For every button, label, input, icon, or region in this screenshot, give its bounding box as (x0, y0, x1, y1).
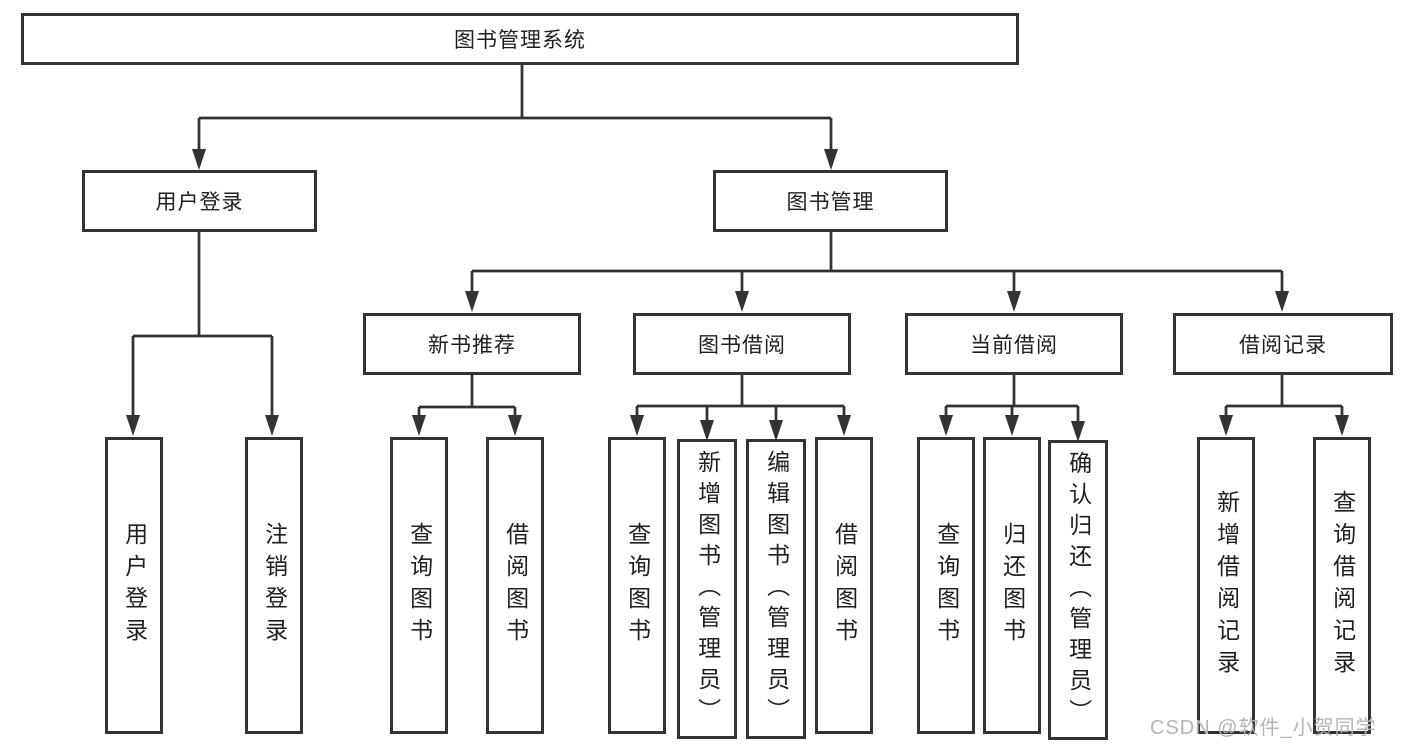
node-query-borrow-record: 查询借阅记录 (1313, 437, 1371, 734)
node-return-book: 归还图书 (983, 437, 1041, 734)
arrow-down-icon (1335, 415, 1349, 436)
connector-user-login-split (126, 232, 279, 436)
arrow-down-icon (412, 415, 426, 436)
arrow-down-icon (735, 291, 749, 312)
csdn-watermark: CSDN @软件_小贺同学 (1150, 717, 1377, 739)
node-current-borrow: 当前借阅 (905, 313, 1123, 375)
node-label: 查询图书 (624, 521, 651, 650)
node-label: 新增图书（管理员） (694, 449, 721, 729)
arrow-down-icon (508, 415, 522, 436)
arrow-down-icon (126, 415, 140, 436)
node-label: 借阅图书 (831, 521, 858, 650)
node-label: 归还图书 (999, 521, 1026, 650)
node-user-login-action: 用户登录 (105, 437, 163, 734)
connector-borrow-records-split (1219, 375, 1349, 436)
node-label: 查询图书 (933, 521, 960, 650)
connector-book-borrow-split (630, 375, 851, 441)
arrow-down-icon (700, 420, 714, 441)
node-label: 用户登录 (121, 521, 148, 650)
node-label: 新书推荐 (428, 334, 516, 357)
node-book-management: 图书管理 (713, 170, 948, 232)
node-label: 图书管理系统 (454, 29, 586, 52)
node-add-borrow-record: 新增借阅记录 (1197, 437, 1255, 734)
node-query-book-1: 查询图书 (390, 437, 448, 734)
arrow-down-icon (1275, 291, 1289, 312)
node-label: 当前借阅 (970, 334, 1058, 357)
arrow-down-icon (465, 291, 479, 312)
node-book-borrow: 图书借阅 (633, 313, 851, 375)
node-edit-book-admin: 编辑图书（管理员） (746, 439, 806, 739)
node-label: 确认归还（管理员） (1065, 450, 1092, 730)
node-add-book-admin: 新增图书（管理员） (677, 439, 737, 739)
arrow-down-icon (837, 415, 851, 436)
arrow-down-icon (1005, 415, 1019, 436)
arrow-down-icon (265, 415, 279, 436)
node-label: 借阅图书 (502, 521, 529, 650)
node-confirm-return-admin: 确认归还（管理员） (1048, 440, 1108, 740)
connector-new-book-split (412, 375, 522, 436)
node-label: 编辑图书（管理员） (763, 449, 790, 729)
node-borrow-records: 借阅记录 (1173, 313, 1393, 375)
arrow-down-icon (192, 149, 206, 170)
connector-root-split (192, 62, 838, 170)
node-label: 查询借阅记录 (1329, 489, 1356, 682)
node-borrow-book-2: 借阅图书 (815, 437, 873, 734)
connector-book-management-split (465, 232, 1289, 312)
node-new-book-recommend: 新书推荐 (363, 313, 581, 375)
node-label: 注销登录 (261, 521, 288, 650)
node-query-book-3: 查询图书 (917, 437, 975, 734)
node-borrow-book-1: 借阅图书 (486, 437, 544, 734)
node-label: 图书借阅 (698, 334, 786, 357)
arrow-down-icon (939, 415, 953, 436)
node-label: 新增借阅记录 (1213, 489, 1240, 682)
arrow-down-icon (630, 415, 644, 436)
arrow-down-icon (1219, 415, 1233, 436)
node-logout-action: 注销登录 (245, 437, 303, 734)
node-label: 查询图书 (406, 521, 433, 650)
arrow-down-icon (1071, 421, 1085, 442)
arrow-down-icon (769, 420, 783, 441)
node-label: 用户登录 (155, 191, 244, 214)
node-user-login: 用户登录 (82, 170, 317, 232)
node-label: 借阅记录 (1239, 334, 1327, 357)
arrow-down-icon (824, 149, 838, 170)
node-root-system: 图书管理系统 (21, 13, 1019, 65)
arrow-down-icon (1007, 291, 1021, 312)
node-label: 图书管理 (786, 191, 875, 214)
connector-current-borrow-split (939, 375, 1085, 442)
node-query-book-2: 查询图书 (608, 437, 666, 734)
